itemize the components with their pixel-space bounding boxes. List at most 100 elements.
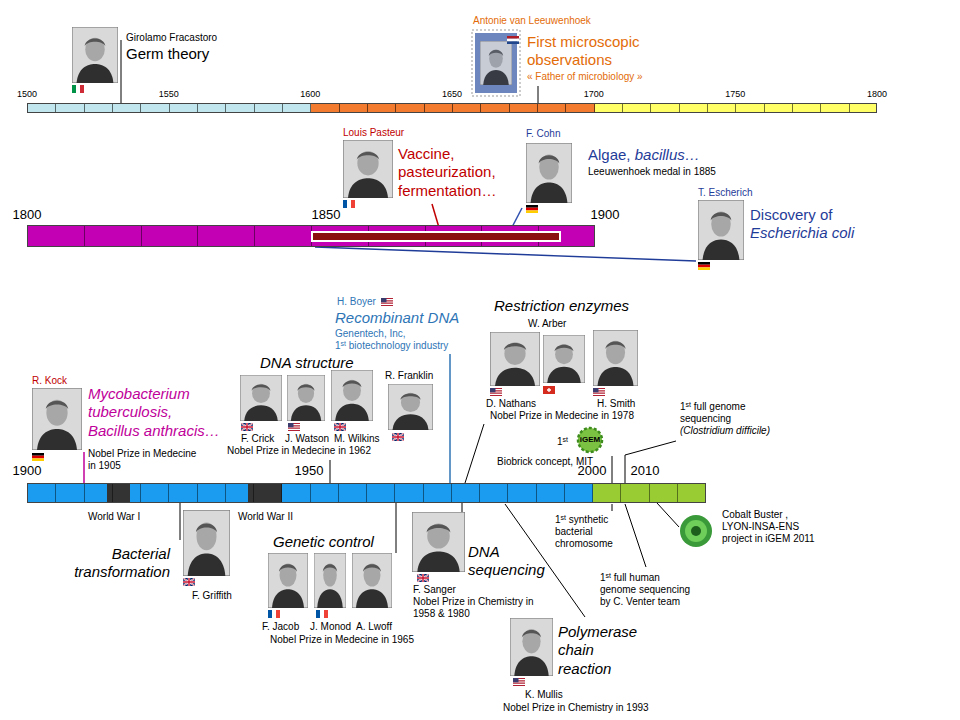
tick-mark <box>112 104 113 112</box>
label-anchor: T. Escherich <box>698 187 752 199</box>
portrait-photo <box>240 375 282 421</box>
label-anchor: World War I <box>88 511 140 523</box>
event-title: Algae, bacillus… <box>588 146 700 164</box>
label-anchor: Polymerase chain reaction <box>558 623 646 678</box>
leader-line <box>121 40 122 103</box>
label-anchor: Discovery of Escherichia coli <box>750 206 880 243</box>
tick-mark <box>423 484 424 502</box>
tick-mark <box>197 484 198 502</box>
label-anchor: Nobel Prize in Medecine in 1965 <box>270 634 414 646</box>
year-label: 1800 <box>867 89 887 100</box>
event-title: Germ theory <box>126 45 209 63</box>
portrait-photo <box>32 388 82 450</box>
portrait-photo <box>343 140 393 198</box>
era-segment <box>107 484 130 502</box>
leader-line <box>612 456 613 483</box>
tick-mark <box>253 484 254 502</box>
year-label: 1800 <box>13 207 42 223</box>
label-anchor: 1st biotechnology industry <box>335 340 448 352</box>
caption-text: 1st synthetic bacterial chromosome <box>555 514 625 551</box>
flag-icon <box>513 678 525 686</box>
year-label: 1900 <box>591 207 620 223</box>
label-anchor: Bacterial transformation <box>65 545 170 582</box>
label-anchor: 1850 <box>312 207 341 223</box>
label-anchor: Vaccine, pasteurization, fermentation… <box>398 145 508 200</box>
tick-mark <box>451 484 452 502</box>
caption-text: 1st full genome sequencing (Clostridium … <box>680 401 777 438</box>
caption-text: D. Nathans <box>486 398 536 410</box>
label-anchor: M. Wilkins <box>334 433 380 445</box>
caption-text: Girolamo Fracastoro <box>126 32 217 44</box>
timeline-bar <box>27 225 595 247</box>
tick-mark <box>140 484 141 502</box>
flag-icon <box>241 423 253 431</box>
label-anchor: 1900 <box>13 463 42 479</box>
tick-mark <box>197 226 198 246</box>
tick-mark <box>84 226 85 246</box>
caption-text: J. Watson <box>285 433 329 445</box>
caption-text: 1st <box>557 436 568 448</box>
year-label: 1550 <box>159 89 179 100</box>
label-anchor: H. Smith <box>597 398 635 410</box>
era-segment <box>593 484 706 502</box>
year-label: 1600 <box>300 89 320 100</box>
label-anchor: F. Griffith <box>192 590 232 602</box>
tick-mark <box>592 484 593 502</box>
tick-mark <box>310 484 311 502</box>
era-segment <box>311 104 595 112</box>
tick-mark <box>395 104 396 112</box>
cobalt-logo <box>685 520 707 542</box>
caption-text: Nobel Prize in Medecine in 1978 <box>490 410 634 422</box>
tick-mark <box>84 104 85 112</box>
tick-mark <box>594 104 595 112</box>
leader-line <box>538 86 539 103</box>
event-title: Polymerase chain reaction <box>558 623 646 678</box>
label-anchor: 1st synthetic bacterial chromosome <box>555 514 625 551</box>
leader-line <box>625 504 646 567</box>
caption-text: F. Griffith <box>192 590 232 602</box>
label-anchor: Girolamo Fracastoro <box>126 32 217 44</box>
caption-text: W. Arber <box>528 318 566 330</box>
stamp-edge <box>472 30 520 96</box>
tick-mark <box>225 484 226 502</box>
label-anchor: DNA sequencing <box>468 543 548 580</box>
period-highlight <box>311 231 561 242</box>
leader-line <box>449 354 451 483</box>
flag-icon <box>381 298 393 306</box>
portrait-photo <box>593 330 638 386</box>
caption-text: Leeuwenhoek medal in 1885 <box>588 166 716 178</box>
flag-icon <box>334 423 346 431</box>
label-anchor: 1700 <box>584 89 604 100</box>
event-title: Vaccine, pasteurization, fermentation… <box>398 145 508 200</box>
leader-line <box>612 504 613 511</box>
caption-text: H. Boyer <box>337 296 376 308</box>
caption-text: Nobel Prize in Medecine in 1965 <box>270 634 414 646</box>
event-title: Genetic control <box>273 533 374 551</box>
timeline-bar <box>27 103 877 113</box>
label-anchor: 1950 <box>295 463 324 479</box>
label-anchor: R. Franklin <box>385 370 433 382</box>
caption-text: Nobel Prize in Chemistry in 1993 <box>503 702 649 714</box>
caption-text: F. Crick <box>241 433 274 445</box>
tick-mark <box>536 484 537 502</box>
caption-text: F. Sanger <box>413 584 456 596</box>
cobalt-logo <box>680 515 712 547</box>
superscript-run: st <box>561 514 566 521</box>
portrait-photo <box>352 553 392 608</box>
label-anchor: Mycobacterium tuberculosis, Bacillus ant… <box>88 385 228 440</box>
event-title: DNA sequencing <box>468 543 548 580</box>
caption-text: M. Wilkins <box>334 433 380 445</box>
label-anchor: 1800 <box>13 207 42 223</box>
portrait-photo <box>72 27 118 83</box>
tick-mark <box>622 104 623 112</box>
label-anchor: 1800 <box>867 89 887 100</box>
label-anchor: Algae, bacillus… <box>588 146 700 164</box>
portrait-photo <box>543 335 585 383</box>
label-anchor: 1650 <box>442 89 462 100</box>
label-anchor: 1750 <box>725 89 745 100</box>
caption-text: iGEM <box>580 435 600 445</box>
label-anchor: Restriction enzymes <box>494 297 629 315</box>
caption-text: K. Mullis <box>525 689 563 701</box>
year-label: 1850 <box>312 207 341 223</box>
